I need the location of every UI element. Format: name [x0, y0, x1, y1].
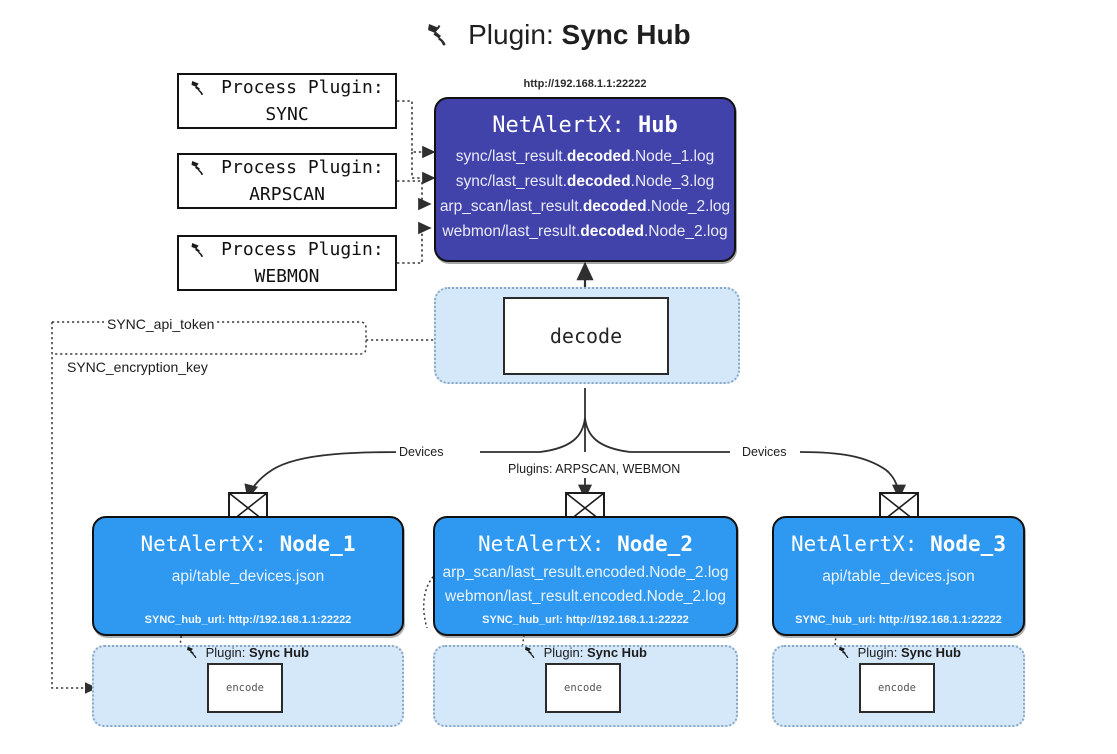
process-plugin-name: WEBMON — [254, 266, 320, 287]
node-line: api/table_devices.json — [822, 568, 975, 585]
process-plugin-name: ARPSCAN — [249, 184, 325, 205]
hub-log-line: sync/last_result.decoded.Node_3.log — [455, 173, 715, 190]
page-title: Plugin: Sync Hub — [0, 18, 1117, 55]
process-plugin-label: Process Plugin: — [221, 239, 384, 260]
node-box-1[interactable]: NetAlertX: Node_1 api/table_devices.json… — [92, 516, 404, 636]
encode-box-3[interactable]: encode — [859, 663, 935, 713]
page-title-prefix: Plugin: — [468, 19, 554, 50]
encoder-caption-3: Plugin: Sync Hub — [838, 645, 961, 660]
plug-icon — [190, 239, 221, 260]
node-footer: SYNC_hub_url: http://192.168.1.1:22222 — [144, 614, 352, 626]
page-title-name: Sync Hub — [561, 19, 691, 50]
plug-icon — [186, 645, 206, 660]
hub-title-name: Hub — [637, 113, 678, 138]
encode-label: encode — [564, 682, 602, 694]
decode-box[interactable]: decode — [503, 297, 669, 375]
edge-token-to-encoders — [51, 322, 98, 694]
node-box-2[interactable]: NetAlertX: Node_2 arp_scan/last_result.e… — [433, 516, 738, 636]
node-title: NetAlertX: Node_1 — [140, 532, 356, 556]
edge-node1-to-decode — [244, 451, 421, 500]
encode-box-1[interactable]: encode — [207, 663, 283, 713]
hub-log-line: webmon/last_result.decoded.Node_2.log — [442, 223, 728, 240]
process-plugin-name: SYNC — [265, 104, 309, 125]
encode-label: encode — [878, 682, 916, 694]
node-line: webmon/last_result.encoded.Node_2.log — [445, 588, 726, 605]
edge-sync-to-log1 — [397, 100, 436, 159]
edge-token-loop — [52, 321, 367, 355]
hub-log-line: arp_scan/last_result.decoded.Node_2.log — [439, 198, 731, 215]
plug-icon — [190, 77, 221, 98]
edge-label-devices-right: Devices — [739, 445, 790, 459]
process-plugin-arpscan[interactable]: Process Plugin: ARPSCAN — [177, 153, 397, 209]
encode-label: encode — [226, 682, 264, 694]
edge-webmon-to-log4 — [397, 221, 432, 264]
node-line: arp_scan/last_result.encoded.Node_2.log — [442, 564, 729, 581]
edge-arpscan-to-log3 — [397, 180, 432, 211]
hub-title: NetAlertX: Hub — [492, 113, 677, 138]
node-line: api/table_devices.json — [171, 568, 325, 585]
edge-label-devices-left: Devices — [396, 445, 447, 459]
process-plugin-sync[interactable]: Process Plugin: SYNC — [177, 73, 397, 129]
node-title: NetAlertX: Node_3 — [791, 532, 1006, 556]
edge-fan-right-a — [584, 417, 730, 453]
hub-title-prefix: NetAlertX: — [492, 113, 625, 138]
node-title: NetAlertX: Node_2 — [478, 532, 693, 556]
node-box-3[interactable]: NetAlertX: Node_3 api/table_devices.json… — [772, 516, 1025, 636]
edge-sync-to-log2 — [411, 152, 436, 185]
edge-fan-left-a — [480, 417, 586, 453]
plug-icon — [838, 645, 858, 660]
token-label-api: SYNC_api_token — [104, 316, 218, 332]
edge-label-plugins: Plugins: ARPSCAN, WEBMON — [505, 462, 684, 476]
encoder-caption-1: Plugin: Sync Hub — [186, 645, 309, 660]
decode-label: decode — [549, 324, 623, 348]
node-footer: SYNC_hub_url: http://192.168.1.1:22222 — [795, 614, 1002, 626]
edge-node3-to-decode — [799, 451, 907, 500]
hub-log-line: sync/last_result.decoded.Node_1.log — [455, 148, 715, 165]
plug-icon — [190, 157, 221, 178]
token-label-key: SYNC_encryption_key — [64, 359, 211, 375]
hub-url: http://192.168.1.1:22222 — [523, 78, 647, 90]
encoder-caption-2: Plugin: Sync Hub — [524, 645, 647, 660]
node-footer: SYNC_hub_url: http://192.168.1.1:22222 — [482, 614, 689, 626]
process-plugin-label: Process Plugin: — [221, 157, 384, 178]
plug-icon — [524, 645, 544, 660]
plug-icon — [426, 21, 456, 55]
encode-box-2[interactable]: encode — [545, 663, 621, 713]
process-plugin-label: Process Plugin: — [221, 77, 384, 98]
hub-node[interactable]: NetAlertX: Hub sync/last_result.decoded.… — [434, 97, 736, 262]
process-plugin-webmon[interactable]: Process Plugin: WEBMON — [177, 235, 397, 291]
